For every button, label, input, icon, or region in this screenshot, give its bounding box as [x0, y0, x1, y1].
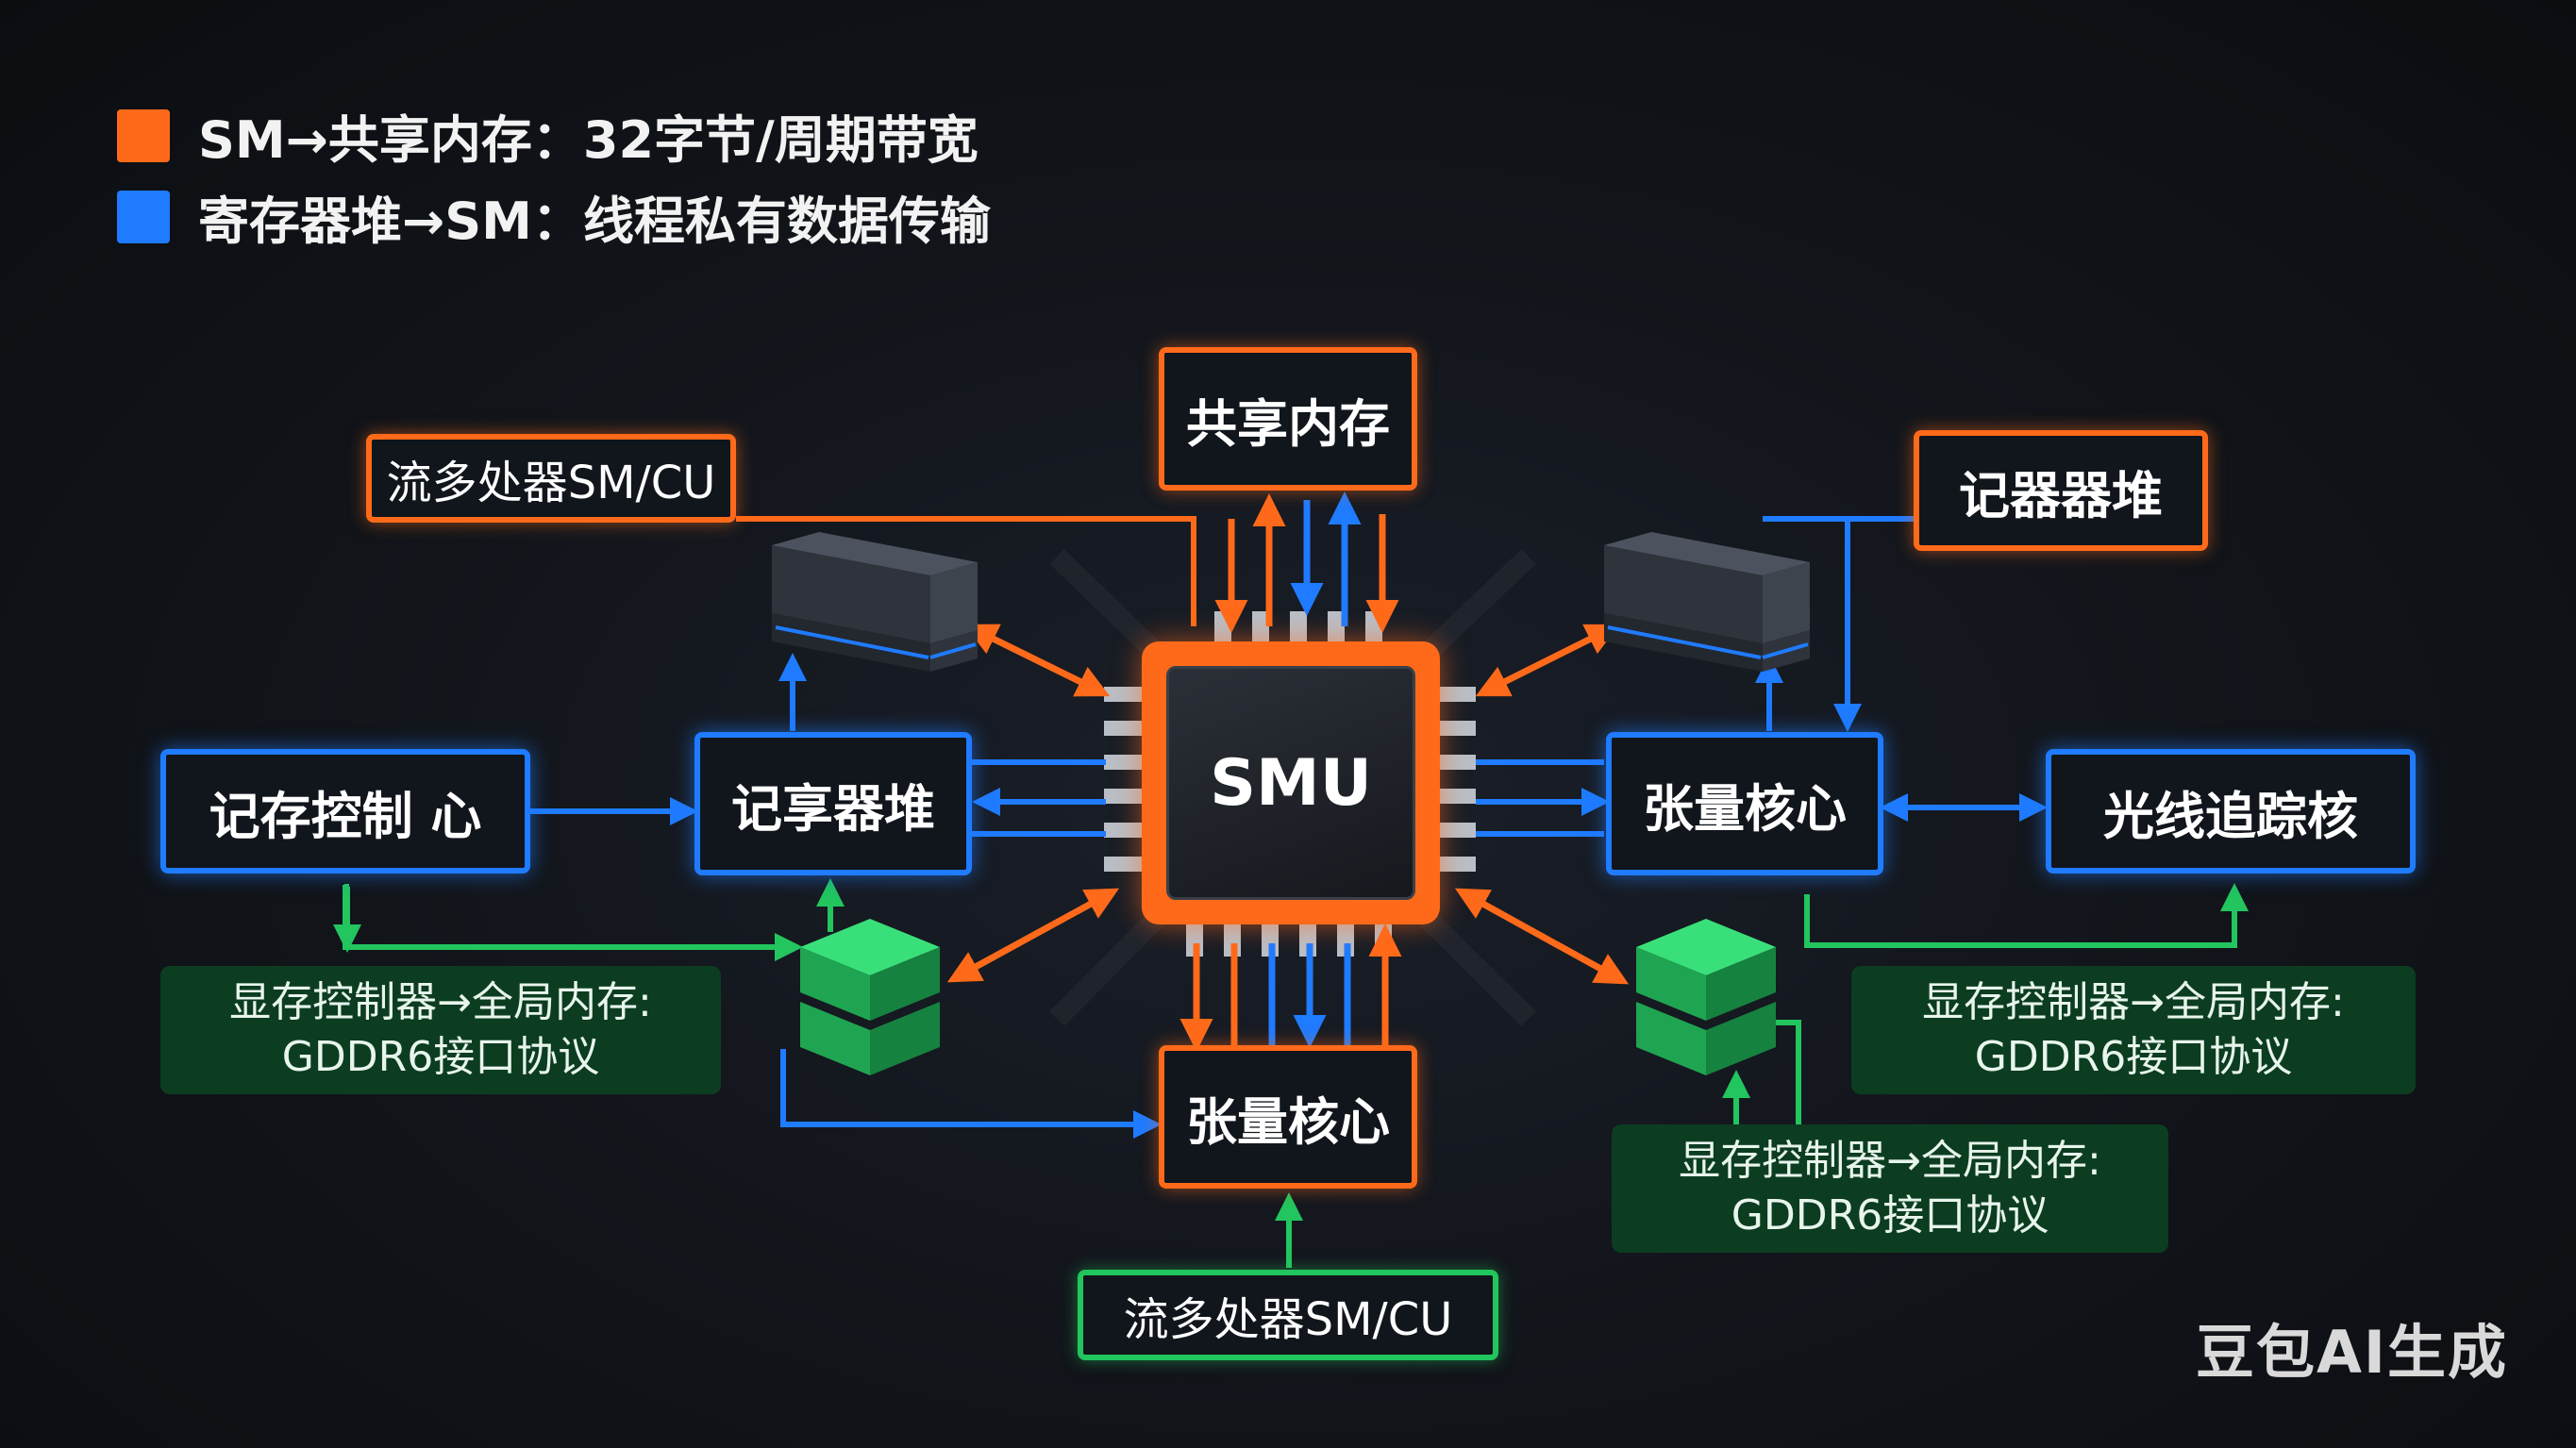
smu-chip-label: SMU	[1210, 745, 1372, 821]
legend-swatch-blue	[117, 190, 170, 243]
register-file-top-right-box: 记器器堆	[1914, 430, 2208, 551]
tensor-core-right-label: 张量核心	[1643, 778, 1847, 839]
legend-item-blue: 寄存器堆→SM：线程私有数据传输	[117, 179, 991, 254]
ray-tracing-core-label: 光线追踪核	[2103, 786, 2358, 846]
note-right: 显存控制器→全局内存: GDDR6接口协议	[1851, 966, 2416, 1094]
dark-stack-icon	[1604, 532, 1810, 672]
smu-chip-core: SMU	[1166, 666, 1415, 900]
register-file-left-label: 记享器堆	[731, 778, 935, 839]
smu-chip: SMU	[1142, 641, 1440, 924]
note-left-line-1: 显存控制器→全局内存:	[229, 978, 652, 1026]
sm-cu-top-label: 流多处器SM/CU	[386, 457, 716, 509]
green-stack-icon	[1636, 919, 1776, 1075]
ray-tracing-core-box: 光线追踪核	[2046, 749, 2416, 874]
tensor-core-bottom-box: 张量核心	[1159, 1045, 1417, 1189]
watermark: 豆包AI生成	[2195, 1318, 2508, 1387]
sm-cu-top-box: 流多处器SM/CU	[366, 434, 736, 523]
note-bottom-right-line-2: GDDR6接口协议	[1731, 1191, 2049, 1240]
register-file-left-box: 记享器堆	[694, 732, 972, 875]
green-stack-icon	[800, 919, 940, 1075]
dark-stack-icon	[772, 532, 978, 672]
sm-cu-bottom-box: 流多处器SM/CU	[1078, 1270, 1498, 1360]
tensor-core-right-box: 张量核心	[1606, 732, 1883, 875]
legend-label-orange: SM→共享内存：32字节/周期带宽	[198, 110, 979, 170]
shared-memory-box: 共享内存	[1159, 347, 1417, 491]
sm-cu-bottom-label: 流多处器SM/CU	[1123, 1293, 1453, 1346]
tensor-core-bottom-label: 张量核心	[1186, 1091, 1390, 1152]
note-bottom-right: 显存控制器→全局内存: GDDR6接口协议	[1612, 1124, 2168, 1253]
note-right-line-2: GDDR6接口协议	[1974, 1033, 2293, 1081]
legend-swatch-orange	[117, 108, 170, 162]
legend-label-blue: 寄存器堆→SM：线程私有数据传输	[198, 191, 991, 251]
note-left: 显存控制器→全局内存: GDDR6接口协议	[160, 966, 721, 1094]
shared-memory-label: 共享内存	[1186, 393, 1390, 454]
memory-controller-left-label: 记存控制 心	[209, 786, 482, 846]
memory-controller-left-box: 记存控制 心	[160, 749, 530, 874]
note-right-line-1: 显存控制器→全局内存:	[1922, 978, 2345, 1026]
note-left-line-2: GDDR6接口协议	[281, 1033, 600, 1081]
register-file-top-right-label: 记器器堆	[1959, 465, 2163, 525]
note-bottom-right-line-1: 显存控制器→全局内存:	[1679, 1137, 2101, 1185]
legend-item-orange: SM→共享内存：32字节/周期带宽	[117, 98, 979, 173]
